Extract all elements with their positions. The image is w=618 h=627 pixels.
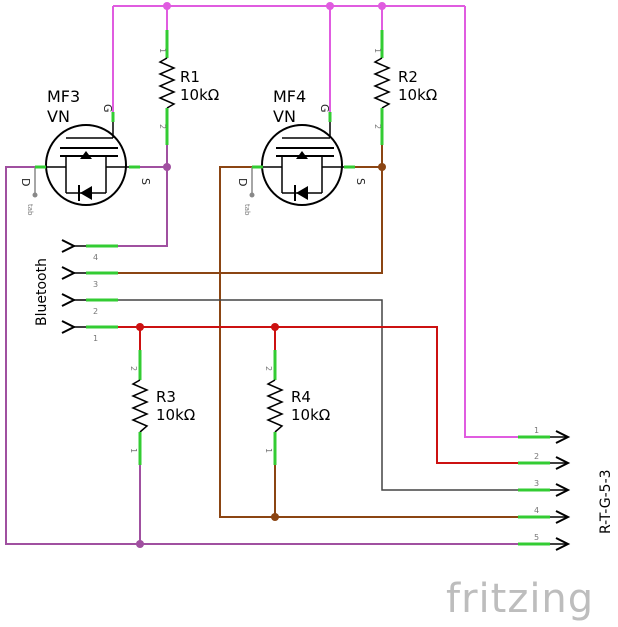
out-pin-3: 3 <box>518 479 571 497</box>
resistor-r4[interactable]: 2 1 R4 10kΩ <box>264 350 330 465</box>
junction-dot <box>378 163 386 171</box>
r4-pin-top: 2 <box>264 366 273 371</box>
bt-pin-1: 1 <box>61 320 118 343</box>
junction-dot <box>163 2 171 10</box>
wire-bt2-out3 <box>118 299 518 491</box>
junction-dot <box>136 540 144 548</box>
junction-dot <box>136 323 144 331</box>
mf4-name: MF4 <box>273 87 306 106</box>
output-connector[interactable]: R-T-G-5-3 1 2 3 4 5 <box>518 426 614 551</box>
mf3-pin-g: G <box>101 104 114 113</box>
mf4-pin-tab: tab <box>243 204 251 216</box>
r1-name: R1 <box>180 68 200 86</box>
r2-pin-top: 1 <box>373 48 382 53</box>
bt-pin-num: 3 <box>93 280 98 289</box>
out-pin-1: 1 <box>518 426 571 444</box>
junction-dot <box>378 2 386 10</box>
r3-pin-bottom: 1 <box>129 448 138 453</box>
mf3-pin-d: D <box>19 178 32 186</box>
out-pin-num: 3 <box>534 479 539 488</box>
mf4-type: VN <box>273 107 296 126</box>
bt-pin-2: 2 <box>61 293 118 316</box>
wire-vcc-out1 <box>464 6 518 438</box>
bt-pin-3: 3 <box>61 266 118 289</box>
out-pin-4: 4 <box>518 506 571 524</box>
r4-name: R4 <box>291 388 311 406</box>
out-pin-5: 5 <box>518 533 571 551</box>
mf3-name: MF3 <box>47 87 80 106</box>
r2-value: 10kΩ <box>398 86 437 104</box>
mosfet-mf4[interactable]: MF4 VN D S G tab <box>236 87 367 216</box>
wire-mf4-d <box>219 166 518 518</box>
r2-pin-bottom: 2 <box>373 124 382 129</box>
wire-gnd-loop <box>5 166 518 545</box>
mf4-pin-g: G <box>318 104 331 113</box>
resistor-r3[interactable]: 2 1 R3 10kΩ <box>129 350 195 465</box>
out-pin-2: 2 <box>518 452 571 470</box>
out-pin-num: 5 <box>534 533 539 542</box>
bt-pin-num: 2 <box>93 307 98 316</box>
fritzing-logo: fritzing <box>446 576 594 622</box>
wire-mf4-s <box>355 145 383 168</box>
wire-r2-bt3 <box>118 167 383 274</box>
wire-bt1-out2 <box>118 326 518 464</box>
mf3-type: VN <box>47 107 70 126</box>
out-pin-num: 4 <box>534 506 539 515</box>
junctions <box>136 2 386 548</box>
r3-pin-top: 2 <box>129 366 138 371</box>
r2-name: R2 <box>398 68 418 86</box>
r1-pin-bottom: 2 <box>158 124 167 129</box>
out-pin-num: 1 <box>534 426 539 435</box>
mosfet-mf3[interactable]: MF3 VN D S G tab <box>19 87 152 216</box>
resistor-r2[interactable]: 1 2 R2 10kΩ <box>373 30 437 145</box>
output-label: R-T-G-5-3 <box>598 469 614 534</box>
wires <box>5 5 518 545</box>
resistor-r1[interactable]: 1 2 R1 10kΩ <box>158 30 219 145</box>
junction-dot <box>271 323 279 331</box>
mf3-pin-s: S <box>139 178 152 185</box>
mf3-pin-tab: tab <box>26 204 34 216</box>
mf4-pin-s: S <box>354 178 367 185</box>
bluetooth-connector[interactable]: Bluetooth 4 3 2 1 <box>34 239 118 343</box>
mf4-pin-d: D <box>236 178 249 186</box>
bluetooth-label: Bluetooth <box>34 258 50 326</box>
junction-dot <box>271 513 279 521</box>
r3-name: R3 <box>156 388 176 406</box>
r1-value: 10kΩ <box>180 86 219 104</box>
r1-pin-top: 1 <box>158 48 167 53</box>
r4-value: 10kΩ <box>291 406 330 424</box>
out-pin-num: 2 <box>534 452 539 461</box>
r3-value: 10kΩ <box>156 406 195 424</box>
junction-dot <box>163 163 171 171</box>
bt-pin-num: 4 <box>93 253 98 262</box>
wire-r1-bt4 <box>118 167 168 247</box>
bt-pin-4: 4 <box>61 239 118 262</box>
r4-pin-bottom: 1 <box>264 448 273 453</box>
bt-pin-num: 1 <box>93 334 98 343</box>
junction-dot <box>326 2 334 10</box>
wire-mf3-s <box>140 145 168 168</box>
